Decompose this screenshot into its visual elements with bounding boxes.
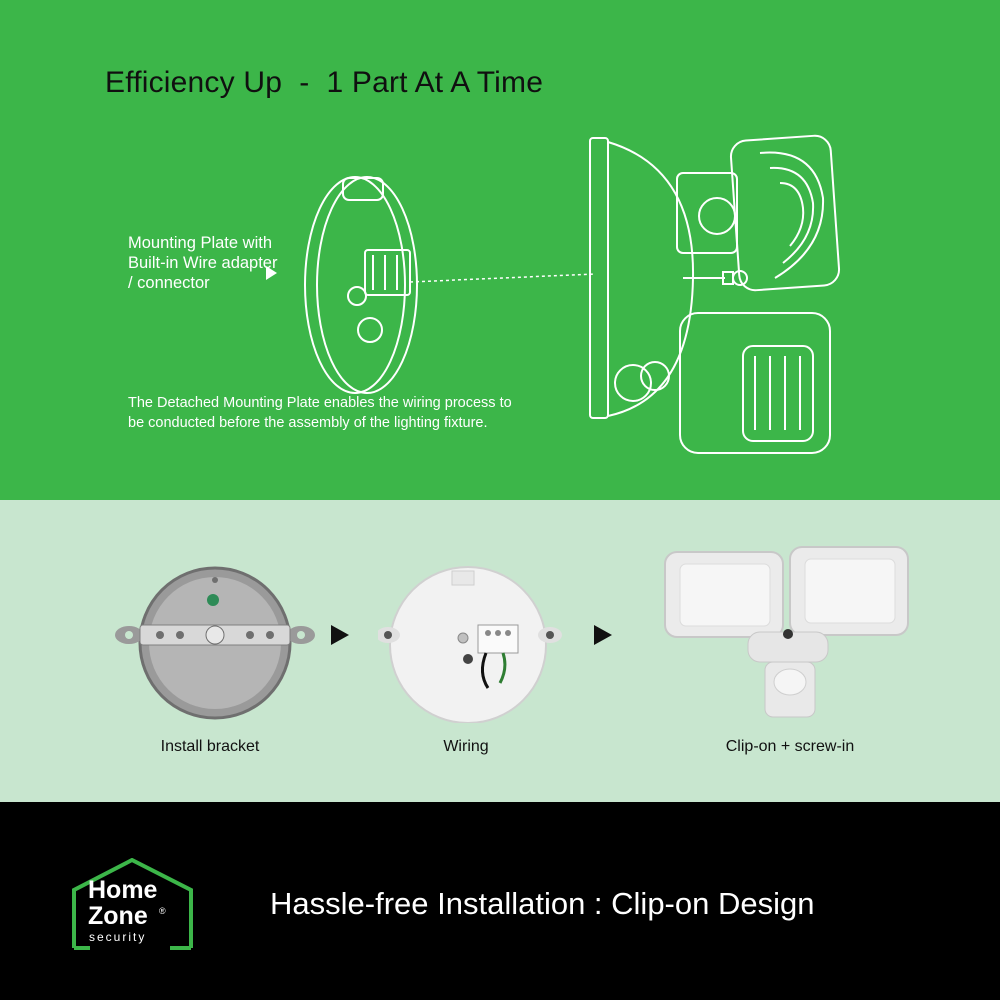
twin-head-light-fixture-photo (664, 546, 909, 718)
step-label-wiring: Wiring (443, 738, 489, 755)
footer-tagline: Hassle-free Installation : Clip-on Desig… (270, 886, 815, 921)
headline: Efficiency Up - 1 Part At A Time (105, 66, 544, 99)
light-fixture-drawing (589, 134, 841, 454)
footer-section (0, 802, 1000, 1000)
step-label-clip-on: Clip-on + screw-in (725, 738, 855, 755)
logo-registered-mark: ® (159, 906, 166, 916)
logo-text-zone: Zone (88, 902, 148, 930)
home-zone-logo-icon (72, 858, 193, 950)
step-arrow-icon-1 (331, 625, 349, 645)
step-label-install-bracket: Install bracket (160, 738, 260, 755)
logo-text-security: security (89, 930, 147, 944)
mounting-plate-drawing (304, 176, 418, 394)
logo-text-home: Home (88, 876, 158, 904)
junction-box-bracket-photo (115, 566, 315, 720)
callout-arrow-icon (266, 266, 277, 280)
step-arrow-icon-2 (594, 625, 612, 645)
mounting-plate-callout: Mounting Plate with Built-in Wire adapte… (128, 234, 278, 292)
mounting-plate-wiring-photo (378, 566, 562, 723)
top-section (0, 0, 1000, 500)
mounting-plate-description: The Detached Mounting Plate enables the … (128, 395, 512, 431)
dashed-guide-line (410, 273, 595, 283)
